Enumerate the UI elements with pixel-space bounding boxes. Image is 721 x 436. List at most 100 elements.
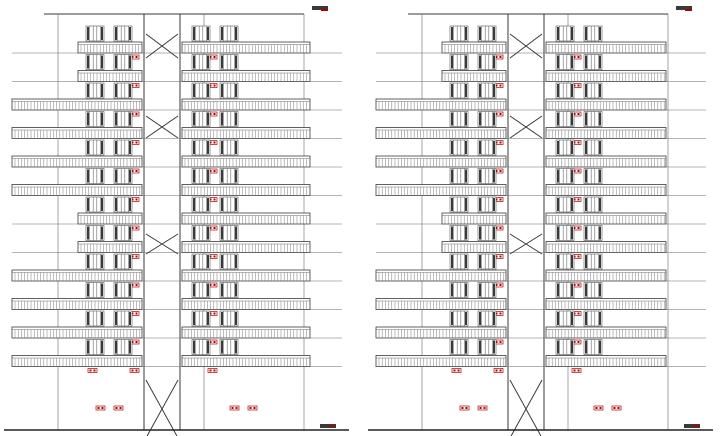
window — [555, 282, 575, 298]
window — [555, 54, 575, 70]
balcony-railing — [375, 127, 507, 139]
floor-marker — [459, 405, 470, 411]
balcony-railing — [181, 155, 311, 168]
window — [191, 196, 211, 213]
elevation-left — [4, 6, 349, 436]
balcony-railing — [441, 241, 507, 253]
window — [113, 82, 133, 99]
base-mark-red — [329, 425, 335, 427]
base-mark — [320, 424, 336, 428]
window — [219, 310, 239, 327]
window — [449, 339, 469, 355]
window — [191, 225, 211, 241]
window — [555, 253, 575, 270]
window — [583, 25, 603, 42]
window — [85, 282, 105, 298]
window — [477, 225, 497, 241]
balcony-railing — [181, 184, 311, 196]
window — [191, 82, 211, 99]
window — [583, 111, 603, 127]
balcony-railing — [181, 355, 311, 367]
window — [583, 139, 603, 156]
level-mark-red — [321, 9, 328, 11]
window — [191, 139, 211, 156]
window — [449, 282, 469, 298]
balcony-railing — [77, 41, 143, 54]
balcony-railing — [11, 98, 143, 111]
balcony-railing — [441, 212, 507, 225]
balcony-railing — [181, 212, 311, 225]
window — [477, 339, 497, 355]
window — [219, 25, 239, 42]
window — [477, 82, 497, 99]
window — [583, 168, 603, 184]
floor-marker — [611, 405, 622, 411]
floor-marker — [571, 368, 582, 373]
balcony-railing — [181, 269, 311, 282]
window — [85, 310, 105, 327]
balcony-railing — [545, 269, 667, 282]
balcony-railing — [181, 326, 311, 339]
window — [219, 196, 239, 213]
balcony-railing — [375, 269, 507, 282]
window — [583, 339, 603, 355]
balcony-railing — [11, 326, 143, 339]
balcony-railing — [181, 241, 311, 253]
balcony-railing — [77, 241, 143, 253]
balcony-railing — [11, 127, 143, 139]
balcony-railing — [77, 212, 143, 225]
window — [191, 310, 211, 327]
window — [85, 54, 105, 70]
floor-marker — [95, 405, 106, 411]
balcony-railing — [375, 98, 507, 111]
window — [555, 82, 575, 99]
window — [477, 139, 497, 156]
stair-bracing — [145, 379, 179, 436]
window — [555, 339, 575, 355]
window — [583, 82, 603, 99]
window — [477, 168, 497, 184]
stair-bracing — [145, 233, 179, 255]
balcony-railing — [11, 184, 143, 196]
balcony-railing — [545, 41, 667, 54]
level-mark — [676, 6, 692, 10]
stair-bracing — [509, 33, 543, 59]
balcony-railing — [545, 298, 667, 310]
window — [113, 111, 133, 127]
balcony-railing — [181, 98, 311, 111]
window — [219, 282, 239, 298]
window — [583, 196, 603, 213]
window — [477, 111, 497, 127]
balcony-railing — [375, 155, 507, 168]
window — [555, 225, 575, 241]
floor-marker — [229, 405, 240, 411]
window — [191, 339, 211, 355]
balcony-railing — [77, 70, 143, 82]
window — [449, 25, 469, 42]
floor-marker — [477, 405, 488, 411]
window — [113, 225, 133, 241]
stair-bracing — [509, 115, 543, 139]
floor-marker — [129, 368, 140, 373]
window — [219, 225, 239, 241]
balcony-railing — [545, 98, 667, 111]
window — [85, 253, 105, 270]
balcony-railing — [11, 269, 143, 282]
window — [555, 196, 575, 213]
window — [449, 139, 469, 156]
level-mark-red — [685, 9, 692, 11]
balcony-railing — [11, 298, 143, 310]
window — [85, 225, 105, 241]
window — [191, 25, 211, 42]
balcony-railing — [181, 298, 311, 310]
window — [477, 196, 497, 213]
window — [449, 82, 469, 99]
window — [477, 25, 497, 42]
balcony-railing — [375, 184, 507, 196]
window — [219, 54, 239, 70]
balcony-railing — [545, 212, 667, 225]
window — [191, 282, 211, 298]
balcony-railing — [181, 127, 311, 139]
balcony-railing — [441, 41, 507, 54]
balcony-railing — [375, 355, 507, 367]
